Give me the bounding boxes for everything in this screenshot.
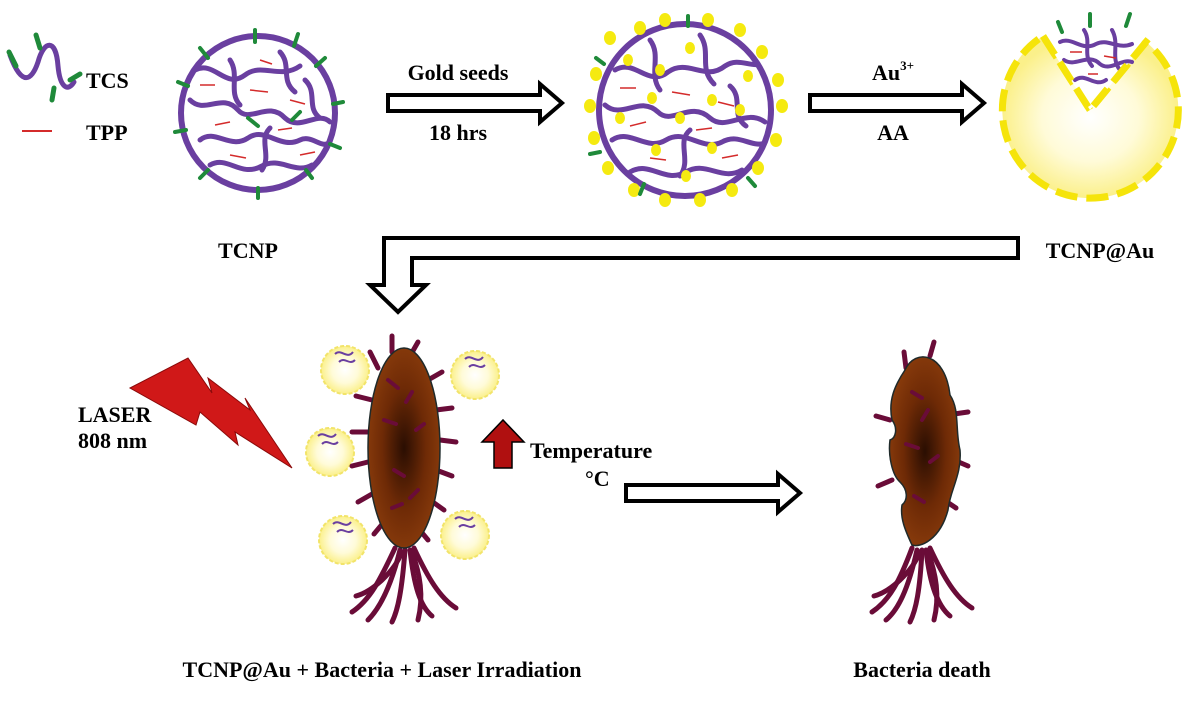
legend: TCS TPP	[6, 32, 129, 145]
arrow-step3	[624, 469, 804, 517]
tcs-label: TCS	[86, 68, 129, 93]
tcnp-particle	[173, 28, 345, 200]
small-tcnp-au-particles	[305, 345, 500, 565]
bacterium-dead	[869, 339, 975, 625]
step2-bottom-label: AA	[877, 120, 909, 145]
temperature-label-line1: Temperature	[530, 438, 652, 463]
tcs-symbol	[6, 32, 83, 103]
step2-top-label: Au3+	[872, 58, 914, 85]
caption-left: TCNP@Au + Bacteria + Laser Irradiation	[183, 657, 582, 682]
tcnp-au-particle	[998, 12, 1182, 202]
tcnp-au-label: TCNP@Au	[1046, 238, 1154, 263]
temperature-label-line2: °C	[585, 466, 610, 491]
tcnp-label: TCNP	[218, 238, 278, 263]
laser-label-line1: LASER	[78, 402, 152, 427]
return-arrow	[365, 236, 1020, 315]
tpp-label: TPP	[86, 120, 128, 145]
gold-seeded-particle	[584, 13, 788, 207]
laser-bolt	[128, 357, 293, 469]
caption-right: Bacteria death	[853, 657, 990, 682]
temperature-up-arrow	[480, 418, 526, 469]
laser-label-line2: 808 nm	[78, 428, 147, 453]
arrow-step2	[808, 79, 988, 127]
arrow-step1	[386, 79, 566, 127]
bacterium-alive	[349, 333, 459, 625]
step1-bottom-label: 18 hrs	[429, 120, 488, 145]
step1-top-label: Gold seeds	[408, 60, 509, 85]
